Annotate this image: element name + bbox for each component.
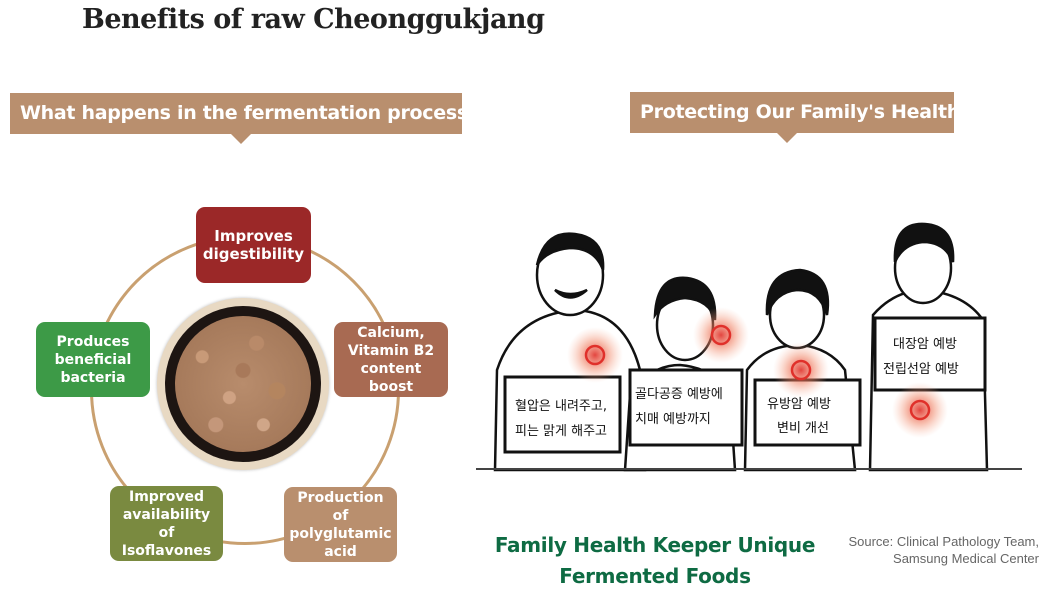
health-highlight-markers <box>567 307 948 438</box>
sign-3-line-1: 유방암 예방 <box>767 397 831 412</box>
sign-2-line-2: 치매 예방까지 <box>635 412 711 427</box>
source-line-1: Source: Clinical Pathology Team, <box>848 534 1039 549</box>
benefit-digestibility: Improves digestibility <box>196 207 311 283</box>
benefit-beneficial-bacteria: Produces beneficial bacteria <box>36 322 150 397</box>
sign-4-line-1: 대장암 예방 <box>893 337 957 352</box>
family-illustration: 혈압은 내려주고, 피는 맑게 해주고 골다공증 예방에 치매 예방까지 유방암… <box>493 222 989 472</box>
page-title: Benefits of raw Cheonggukjang <box>82 4 545 35</box>
highlight-marker-3 <box>773 342 829 398</box>
bowl-inner <box>165 306 321 462</box>
family-health-banner: Protecting Our Family's Health <box>630 92 960 143</box>
sign-4-line-2: 전립선암 예방 <box>883 362 959 377</box>
cheonggukjang-bowl-image <box>157 298 329 470</box>
sign-osteoporosis <box>628 368 744 447</box>
highlight-marker-4 <box>892 382 948 438</box>
caption: Family Health Keeper Unique Fermented Fo… <box>480 530 830 592</box>
benefit-polyglutamic-acid: Production of polyglutamic acid <box>284 487 397 562</box>
highlight-marker-1 <box>567 327 623 383</box>
highlight-marker-2 <box>693 307 749 363</box>
sign-1-line-2: 피는 맑게 해주고 <box>515 424 607 439</box>
sign-3-line-2: 변비 개선 <box>777 421 829 436</box>
caption-line-1: Family Health Keeper Unique <box>494 533 816 557</box>
benefit-calcium-vitamin: Calcium, Vitamin B2 content boost <box>334 322 448 397</box>
sign-colon-cancer <box>873 316 987 392</box>
source-note: Source: Clinical Pathology Team, Samsung… <box>848 533 1039 567</box>
fermented-beans <box>175 316 311 452</box>
benefit-isoflavones: Improved availability of Isoflavones <box>110 486 223 561</box>
sign-blood-pressure <box>503 375 622 454</box>
fermentation-banner: What happens in the fermentation process… <box>10 93 479 144</box>
sign-1-line-1: 혈압은 내려주고, <box>515 399 607 414</box>
sign-2-line-1: 골다공증 예방에 <box>635 387 723 402</box>
caption-line-2: Fermented Foods <box>559 564 751 588</box>
source-line-2: Samsung Medical Center <box>893 551 1039 566</box>
ground-line <box>476 468 1022 470</box>
